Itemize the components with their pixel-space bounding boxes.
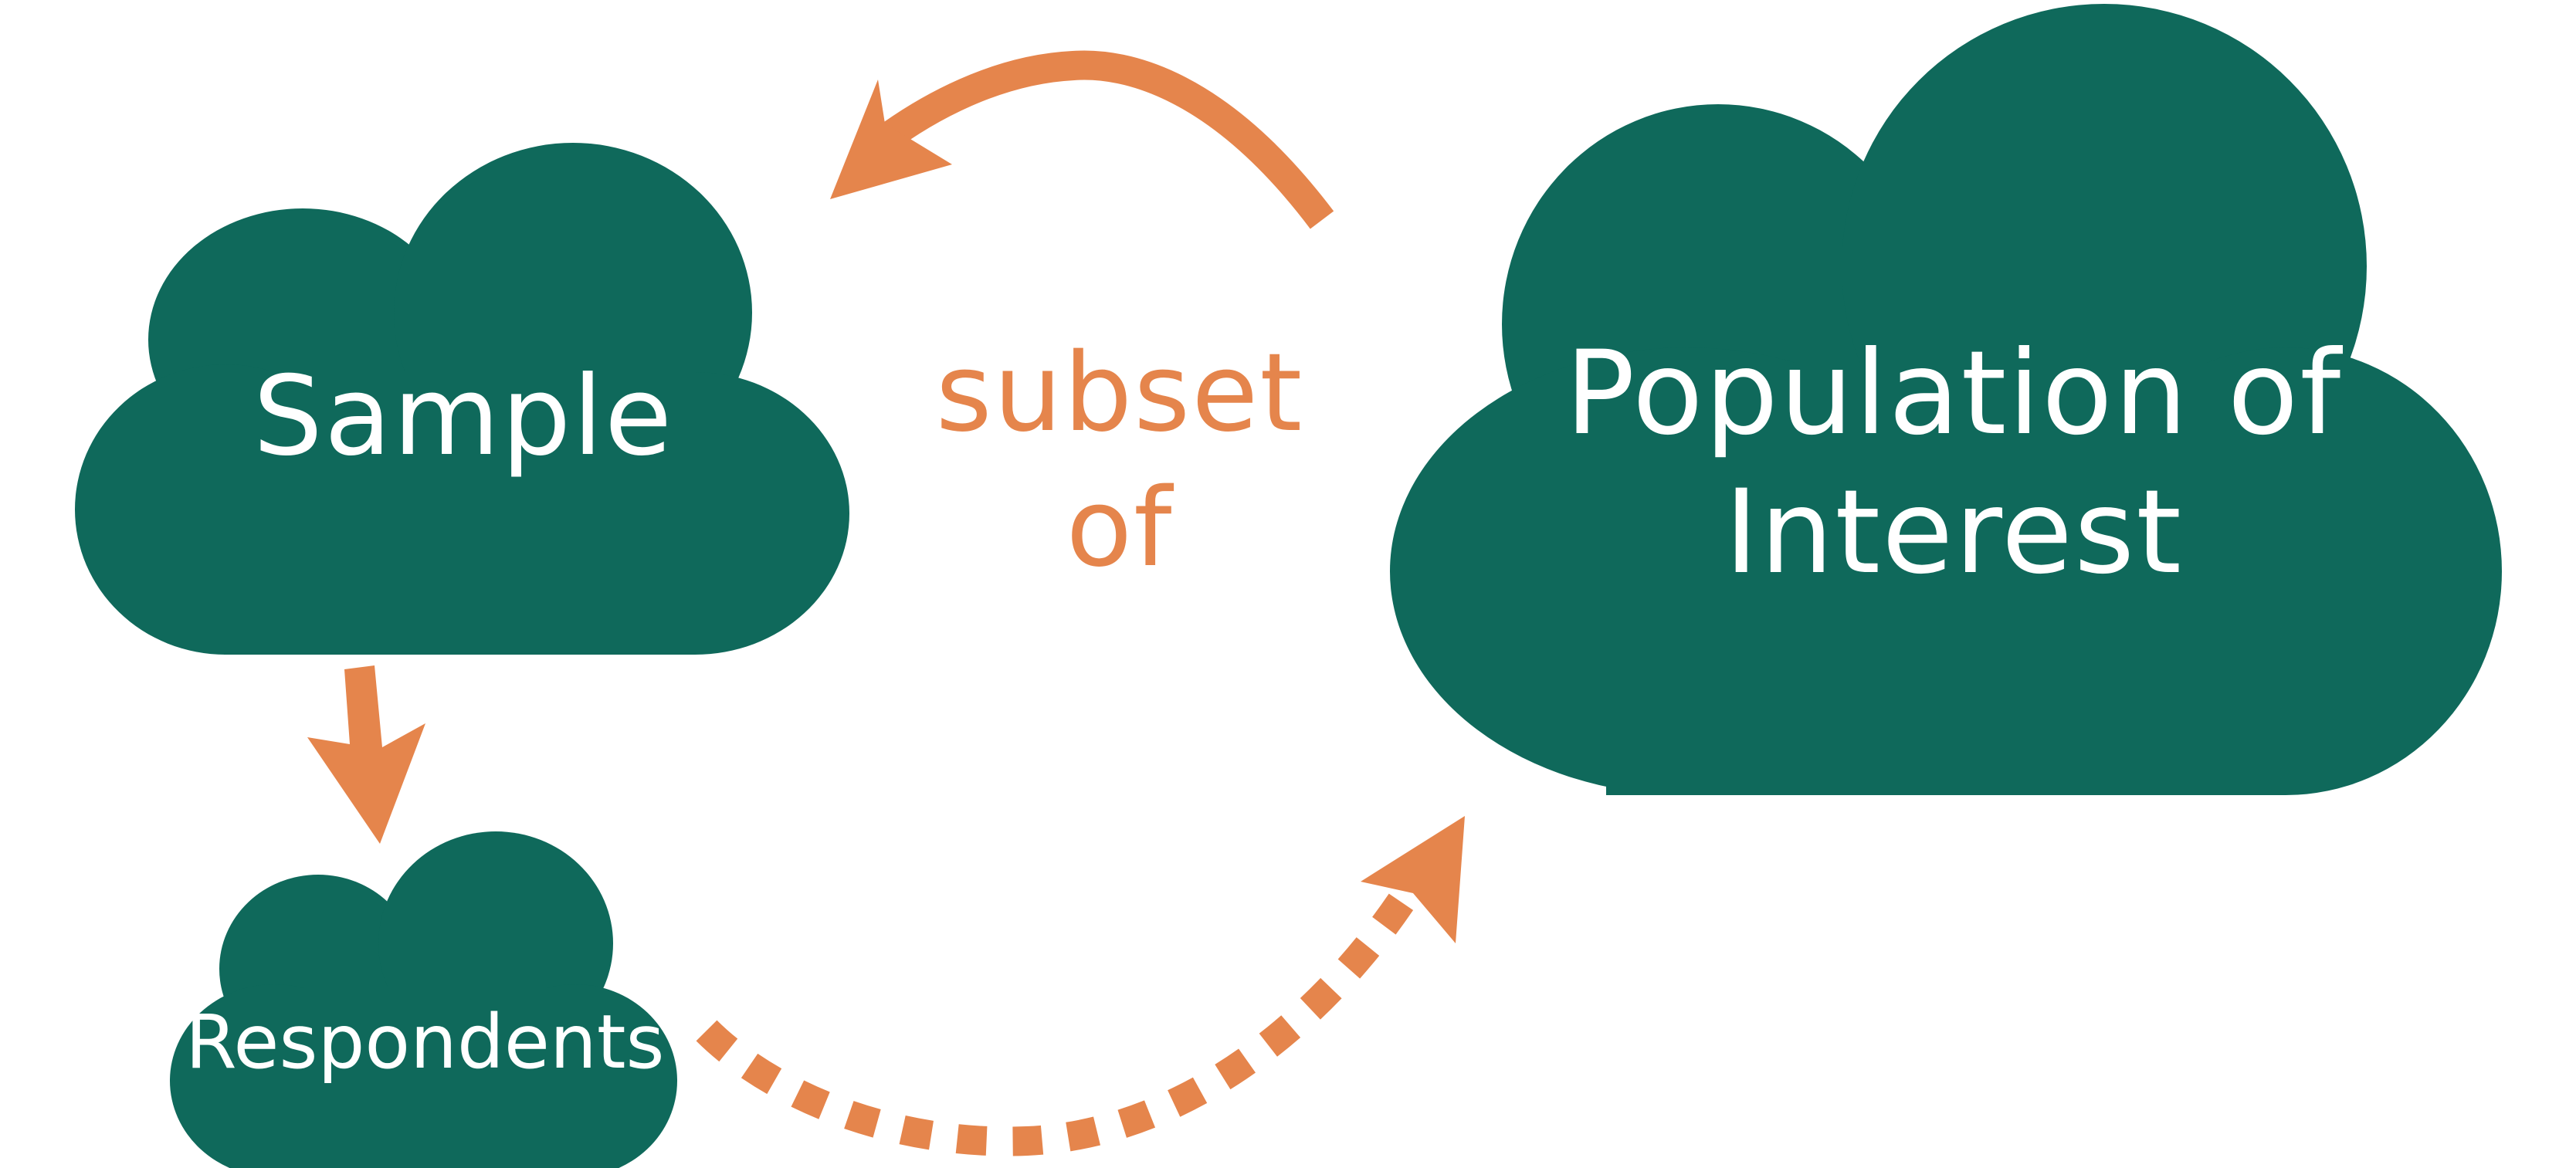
subset-label-line2: of xyxy=(1066,466,1174,591)
sample-to-respondents-arrow xyxy=(307,665,425,844)
respondents-to-population-arrow xyxy=(696,816,1465,1156)
subset-of-arrow xyxy=(830,50,1334,229)
subset-label-line1: subset xyxy=(935,330,1304,456)
sample-label: Sample xyxy=(253,353,674,480)
population-label-line2: Interest xyxy=(1724,466,2184,600)
population-cloud xyxy=(1390,4,2502,795)
sample-cloud xyxy=(75,143,849,655)
population-label-line1: Population of xyxy=(1564,327,2343,461)
respondents-cloud xyxy=(170,831,677,1168)
respondents-label: Respondents xyxy=(185,999,665,1085)
